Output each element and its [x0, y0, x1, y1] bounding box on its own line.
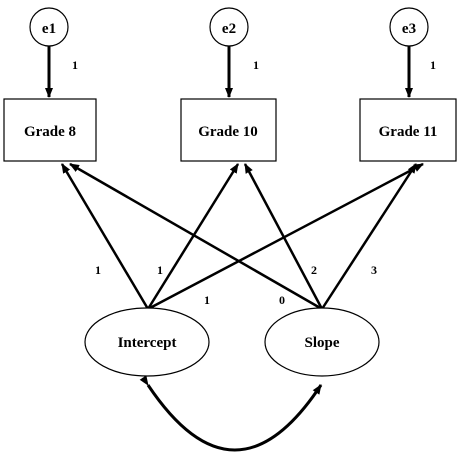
error-label-e2: e2 — [222, 21, 236, 37]
intercept-loading-grade-10: 1 — [157, 263, 163, 277]
observed-label-grade-10: Grade 10 — [198, 124, 258, 140]
slope-to-grade-8-arrow — [69, 162, 323, 311]
observed-label-grade-11: Grade 11 — [379, 124, 438, 140]
latent-node-intercept: Intercept — [84, 307, 210, 377]
error-loading-e1: 1 — [72, 58, 78, 72]
intercept-loading-grade-11: 1 — [204, 293, 210, 307]
observed-node-grade-11: Grade 11 — [359, 98, 457, 162]
slope-to-grade-10-arrow — [243, 163, 324, 310]
error-node-e2: e2 — [209, 7, 249, 47]
intercept-to-grade-8-arrow — [60, 163, 150, 310]
slope-loading-grade-8: 0 — [279, 293, 285, 307]
latent-label-slope: Slope — [304, 335, 339, 351]
intercept-to-grade-10-arrow — [146, 163, 240, 310]
latent-label-intercept: Intercept — [118, 335, 177, 351]
observed-node-grade-8: Grade 8 — [3, 98, 97, 162]
error-node-e3: e3 — [389, 7, 429, 47]
error-label-e3: e3 — [402, 21, 416, 37]
observed-label-grade-8: Grade 8 — [24, 124, 76, 140]
covariance-arrow — [139, 375, 323, 452]
slope-loading-grade-11: 3 — [371, 263, 377, 277]
intercept-to-grade-11-arrow — [147, 162, 424, 311]
error-loading-e2: 1 — [253, 58, 259, 72]
slope-to-grade-11-arrow — [320, 163, 418, 310]
latent-node-slope: Slope — [264, 307, 380, 377]
observed-node-grade-10: Grade 10 — [180, 98, 277, 162]
error-label-e1: e1 — [42, 21, 56, 37]
slope-loading-grade-10: 2 — [311, 263, 317, 277]
error-node-e1: e1 — [29, 7, 69, 47]
intercept-loading-grade-8: 1 — [95, 263, 101, 277]
error-loading-e3: 1 — [430, 58, 436, 72]
